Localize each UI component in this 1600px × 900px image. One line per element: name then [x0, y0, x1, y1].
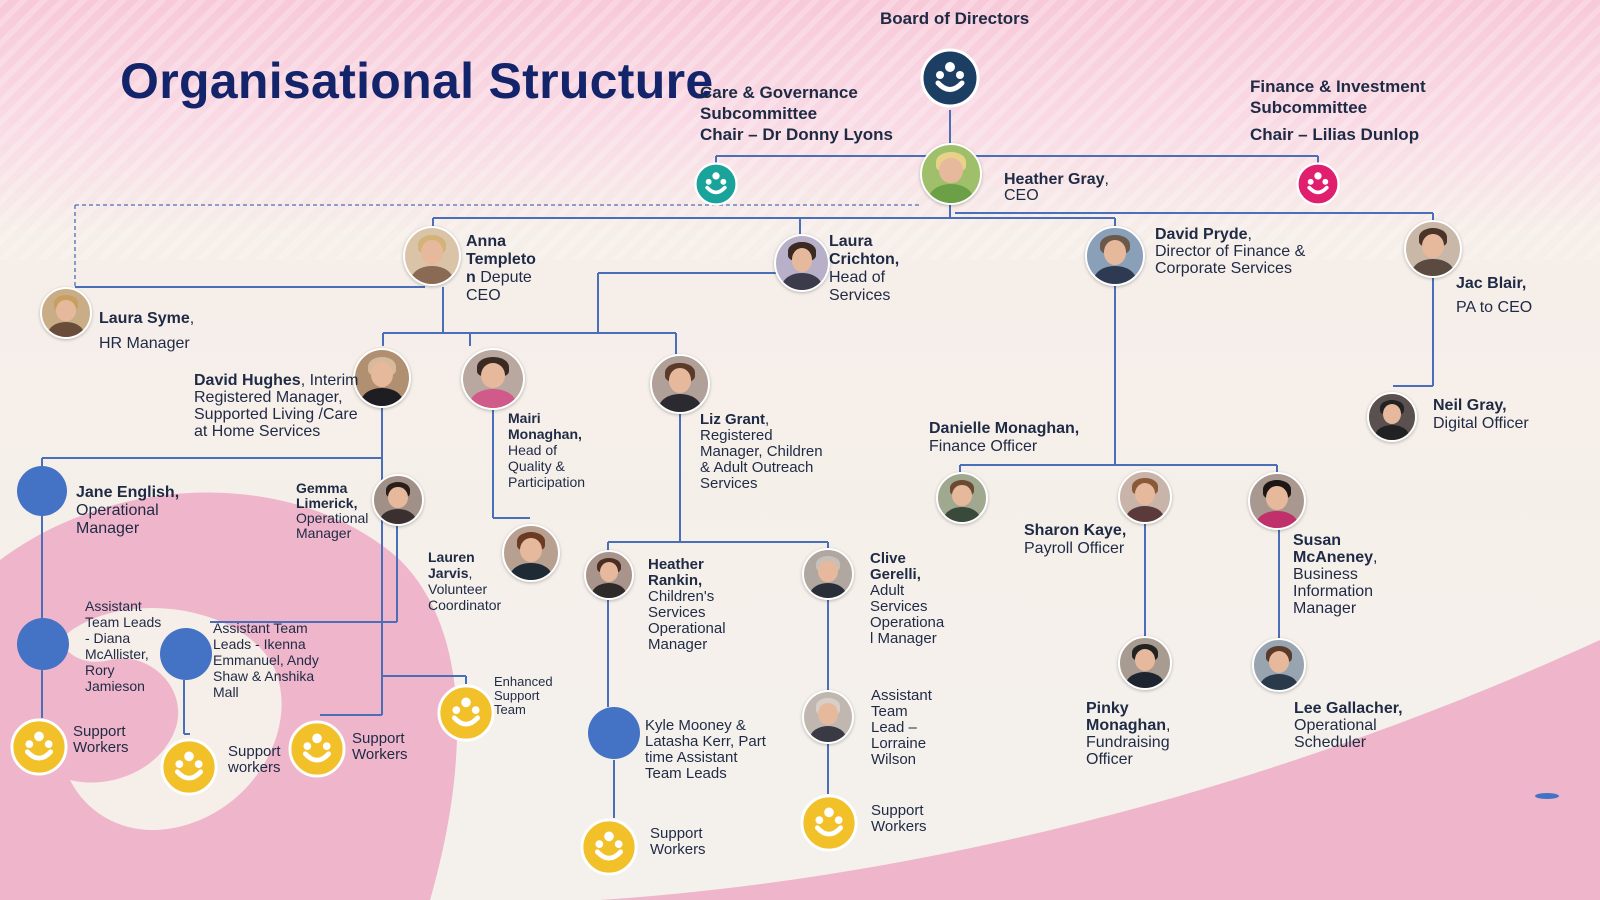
avatar-danielle-monaghan	[936, 472, 988, 524]
pink-swirl-bottom	[600, 640, 1600, 900]
board-label: Board of Directors	[880, 9, 1030, 28]
clive-gerelli-label: Clive Gerelli, Adult Services Operationa…	[870, 550, 945, 647]
blue-circle-kyle-latasha	[588, 707, 640, 759]
support-workers-logo-icon	[160, 738, 218, 796]
avatar-david-hughes	[353, 348, 411, 408]
avatar-sharon-kaye	[1118, 470, 1172, 524]
avatar-heather-rankin	[584, 550, 634, 600]
avatar-jac-blair	[1404, 220, 1462, 278]
support-workers-logo-icon	[288, 720, 346, 778]
digital-officer-label: Neil Gray, Digital Officer	[1433, 397, 1529, 432]
board-logo-icon	[920, 48, 980, 108]
avatar-lauren-jarvis	[502, 524, 560, 582]
operational-scheduler-label: Lee Gallacher, Operational Scheduler	[1294, 700, 1403, 751]
avatar-lorraine-wilson	[802, 690, 854, 744]
head-of-quality-label: Mairi Monaghan, Head of Quality & Partic…	[508, 410, 586, 490]
avatar-liz-grant	[650, 354, 710, 414]
finance-investment-label: Finance & Investment Subcommittee Chair …	[1250, 77, 1426, 144]
director-finance-label: David Pryde, Director of Finance & Corpo…	[1155, 226, 1306, 277]
heather-rankin-label: Heather Rankin, Children's Services Oper…	[648, 556, 726, 653]
volunteer-coordinator-label: Lauren Jarvis, Volunteer Coordinator	[428, 549, 502, 613]
swirl-inner-cutout	[60, 607, 282, 831]
ceo-label: Heather Gray, CEO	[1004, 171, 1109, 204]
avatar-laura-crichton	[774, 234, 830, 292]
registered-manager-label: David Hughes, Interim Registered Manager…	[194, 372, 359, 440]
enhanced-support-team-logo-icon	[437, 684, 495, 742]
care-governance-label: Care & Governance Subcommittee Chair – D…	[700, 83, 894, 144]
payroll-officer-label: Sharon Kaye, Payroll Officer	[1024, 522, 1127, 557]
avatar-susan-mcaneney	[1248, 472, 1306, 530]
care-governance-logo-icon	[694, 162, 738, 206]
avatar-heather-gray	[920, 143, 982, 205]
support-workers-logo-icon	[10, 718, 68, 776]
avatar-anna-templeton	[403, 226, 461, 286]
avatar-david-pryde	[1085, 226, 1145, 286]
avatar-mairi-monaghan	[461, 348, 525, 410]
avatar-laura-syme	[40, 287, 92, 339]
support-workers-logo-icon	[580, 818, 638, 876]
business-info-manager-label: Susan McAneney, Business Information Man…	[1293, 532, 1378, 617]
avatar-pinky-monaghan	[1118, 636, 1172, 690]
avatar-gemma-limerick	[372, 474, 424, 526]
pa-to-ceo-label: Jac Blair, PA to CEO	[1456, 275, 1533, 316]
avatar-lee-gallacher	[1252, 638, 1306, 692]
finance-officer-label: Danielle Monaghan, Finance Officer	[929, 420, 1080, 455]
header-stripe-pattern	[0, 0, 1600, 260]
avatar-clive-gerelli	[802, 548, 854, 600]
avatar-neil-gray	[1367, 392, 1417, 442]
support-workers-logo-icon	[800, 794, 858, 852]
blue-circle-jane-english	[17, 466, 67, 516]
small-blue-mark	[1535, 793, 1559, 799]
blue-circle-assistant-team-leads-ikenna	[160, 628, 212, 680]
finance-investment-logo-icon	[1296, 162, 1340, 206]
depute-ceo-label: Anna Templeto n Depute CEO	[466, 233, 536, 304]
fundraising-officer-label: Pinky Monaghan, Fundraising Officer	[1086, 700, 1171, 768]
head-of-services-label: Laura Crichton, Head of Services	[829, 233, 900, 304]
hr-manager-label: Laura Syme, HR Manager	[99, 310, 195, 352]
liz-grant-label: Liz Grant, Registered Manager, Children …	[700, 411, 823, 492]
jane-english-label: Jane English, Operational Manager	[76, 484, 180, 537]
gemma-limerick-label: Gemma Limerick, Operational Manager	[296, 480, 369, 541]
blue-circle-assistant-team-leads-diana	[17, 618, 69, 670]
page-title: Organisational Structure	[120, 53, 714, 109]
